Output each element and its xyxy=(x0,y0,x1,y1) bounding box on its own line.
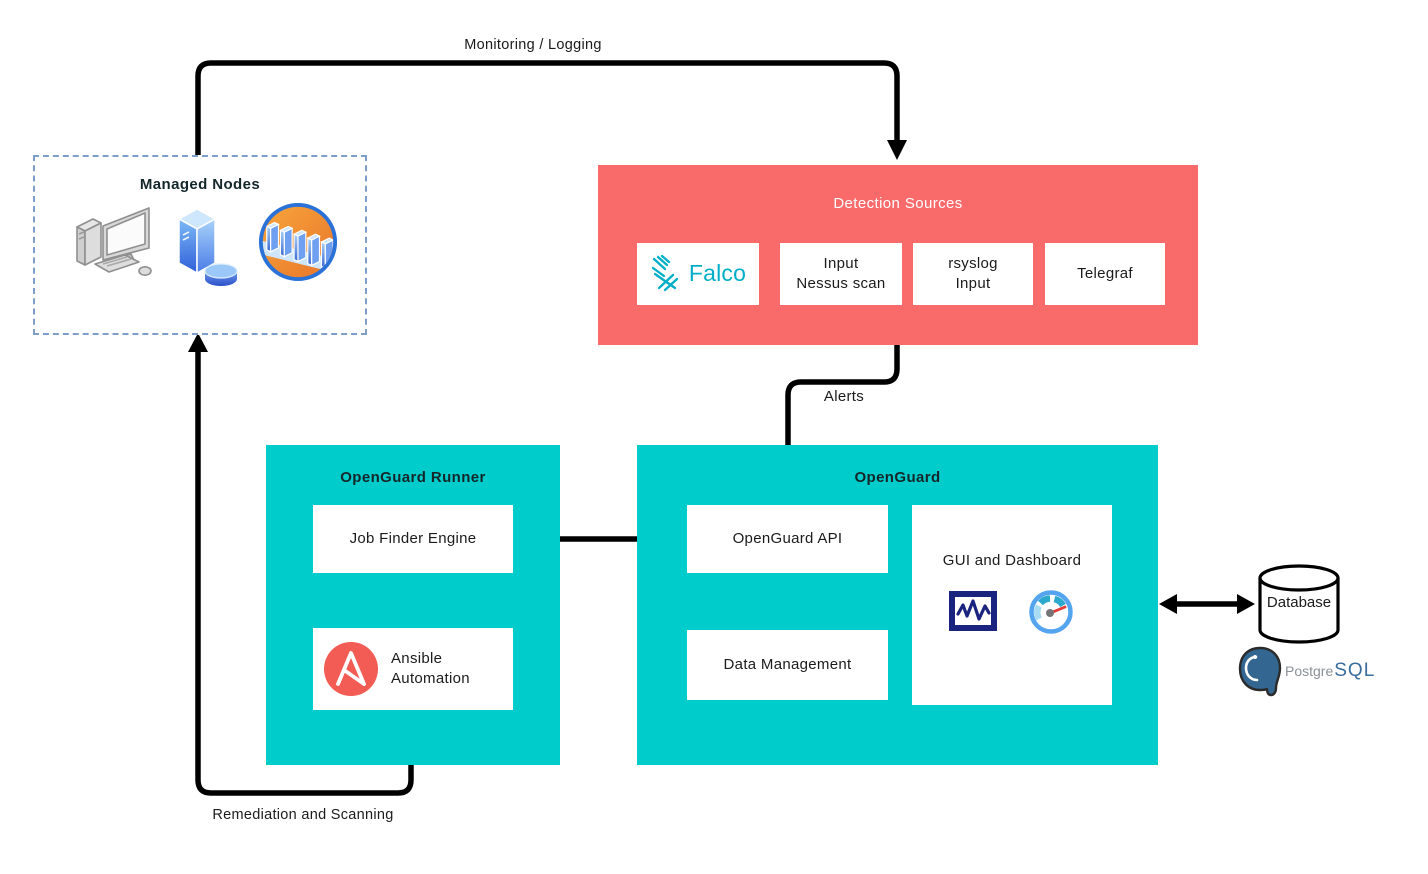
managed-nodes-title: Managed Nodes xyxy=(139,176,261,193)
line-chart-icon xyxy=(949,591,997,631)
edge-label-monitoring-logging: Monitoring / Logging xyxy=(464,37,602,53)
node-falco: Falco xyxy=(637,243,759,305)
node-ansible-automation: Ansible Automation xyxy=(313,628,513,710)
openguard-runner-title: OpenGuard Runner xyxy=(340,469,486,486)
node-label: OpenGuard API xyxy=(732,529,843,547)
postgresql-text-prefix: Postgre xyxy=(1285,663,1334,679)
openguard-group: OpenGuard OpenGuard API Data Management … xyxy=(637,445,1158,765)
database-label: Database xyxy=(1266,594,1332,611)
gui-dashboard-label: GUI and Dashboard xyxy=(942,552,1082,569)
node-job-finder-engine: Job Finder Engine xyxy=(313,505,513,573)
node-data-management: Data Management xyxy=(687,630,888,700)
server-tower-icon xyxy=(177,208,238,286)
node-label: Ansible Automation xyxy=(391,649,470,687)
detection-sources-title: Detection Sources xyxy=(833,195,963,212)
node-openguard-api: OpenGuard API xyxy=(687,505,888,573)
node-rsyslog-input: rsyslog Input xyxy=(913,243,1033,305)
postgresql-elephant-icon xyxy=(1238,646,1282,697)
node-label: rsyslog Input xyxy=(948,254,998,292)
postgresql-text-suffix: SQL xyxy=(1334,660,1376,681)
falco-logo-text: Falco xyxy=(688,260,747,287)
node-label: Job Finder Engine xyxy=(349,529,477,547)
openguard-title: OpenGuard xyxy=(854,469,941,486)
node-telegraf: Telegraf xyxy=(1045,243,1165,305)
node-label: Telegraf xyxy=(1077,264,1133,282)
falco-bird-icon xyxy=(651,255,679,292)
edge-monitoring-logging-arrow xyxy=(195,60,907,160)
edge-openguard-database-arrow xyxy=(1159,594,1255,614)
managed-nodes-group: Managed Nodes xyxy=(33,155,367,335)
node-label: Data Management xyxy=(723,655,852,673)
node-label: Input Nessus scan xyxy=(796,254,886,292)
node-input-nessus-scan: Input Nessus scan xyxy=(780,243,902,305)
gauge-icon xyxy=(1029,590,1073,634)
edge-label-remediation-scanning: Remediation and Scanning xyxy=(212,807,394,823)
openguard-runner-group: OpenGuard Runner Job Finder Engine Ansib… xyxy=(266,445,560,765)
edge-label-alerts: Alerts xyxy=(823,388,865,405)
ansible-logo-icon xyxy=(324,642,378,696)
database-cylinder-icon xyxy=(1258,564,1340,644)
server-cluster-icon xyxy=(258,202,338,282)
detection-sources-group: Detection Sources Falco xyxy=(598,165,1198,345)
desktop-computer-icon xyxy=(76,207,152,277)
node-gui-and-dashboard: GUI and Dashboard xyxy=(912,505,1112,705)
